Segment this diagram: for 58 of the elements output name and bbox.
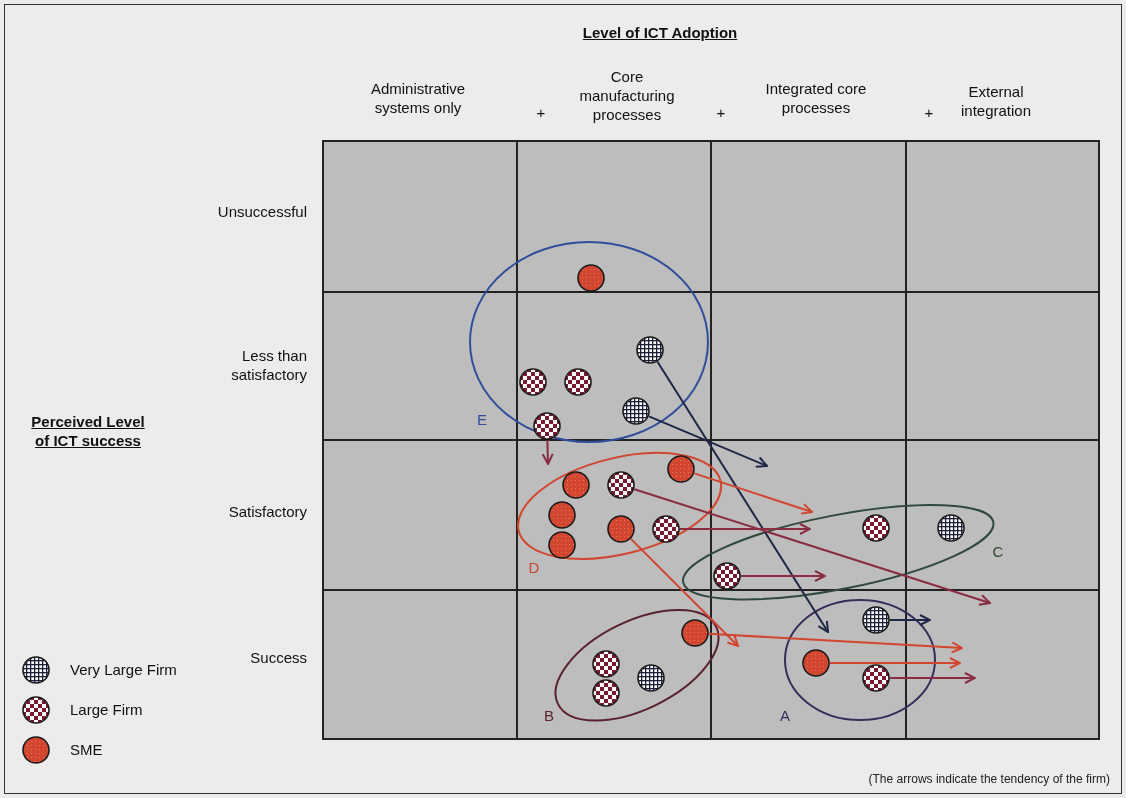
row-header: Satisfactory (227, 501, 307, 521)
tendency-arrow (629, 537, 739, 647)
plus-sign: + (923, 102, 935, 122)
large-firm-marker (592, 650, 620, 678)
sme-marker (548, 501, 576, 529)
group-ellipse (468, 240, 710, 444)
large-firm-marker (533, 412, 561, 440)
very-large-firm-marker (622, 397, 650, 425)
column-header: Core manufacturing processes (578, 66, 676, 124)
group-letter: E (477, 411, 487, 429)
large-firm-marker (862, 514, 890, 542)
tendency-arrow (889, 672, 976, 684)
legend-label: Very Large Firm (70, 659, 177, 680)
sme-marker (562, 471, 590, 499)
group-letter: D (528, 559, 540, 577)
sme-marker (548, 531, 576, 559)
tendency-arrow (541, 439, 554, 465)
large-firm-marker (519, 368, 547, 396)
group-letter: A (780, 707, 790, 725)
plus-sign: + (535, 102, 547, 122)
large-firm-marker (607, 471, 635, 499)
large-firm-marker (862, 664, 890, 692)
axis-title: Perceived Level of ICT success (30, 412, 146, 450)
sme-marker (667, 455, 695, 483)
large-firm-marker (564, 368, 592, 396)
plus-sign: + (715, 102, 727, 122)
very-large-firm-marker (637, 664, 665, 692)
tendency-arrow (829, 657, 961, 669)
column-header: External integration (959, 82, 1033, 120)
column-header: Administrative systems only (369, 79, 467, 117)
group-letter: B (544, 707, 554, 725)
row-header: Less than satisfactory (230, 346, 307, 384)
chart-title: Level of ICT Adoption (581, 23, 739, 43)
very-large-firm-marker (937, 514, 965, 542)
large-firm-marker (713, 562, 741, 590)
sme-marker (607, 515, 635, 543)
column-header: Integrated core processes (764, 79, 868, 117)
group-letter: C (992, 543, 1004, 561)
tendency-arrow (693, 472, 813, 515)
legend-label: Large Firm (70, 699, 143, 720)
caption: (The arrows indicate the tendency of the firm) (868, 771, 1110, 788)
large-firm-marker (652, 515, 680, 543)
tendency-arrow (889, 614, 931, 626)
tendency-arrow (708, 632, 963, 654)
tendency-arrow (740, 570, 826, 582)
sme-marker (681, 619, 709, 647)
sme-marker (802, 649, 830, 677)
row-header: Success (249, 647, 307, 667)
tendency-arrow (647, 415, 768, 468)
tendency-arrow (633, 488, 991, 606)
row-header: Unsuccessful (216, 201, 307, 221)
legend-label: SME (70, 739, 103, 760)
sme-marker (577, 264, 605, 292)
tendency-arrow (679, 523, 811, 535)
very-large-firm-marker (636, 336, 664, 364)
tendency-arrow (656, 360, 829, 633)
very-large-firm-marker (862, 606, 890, 634)
large-firm-marker (592, 679, 620, 707)
